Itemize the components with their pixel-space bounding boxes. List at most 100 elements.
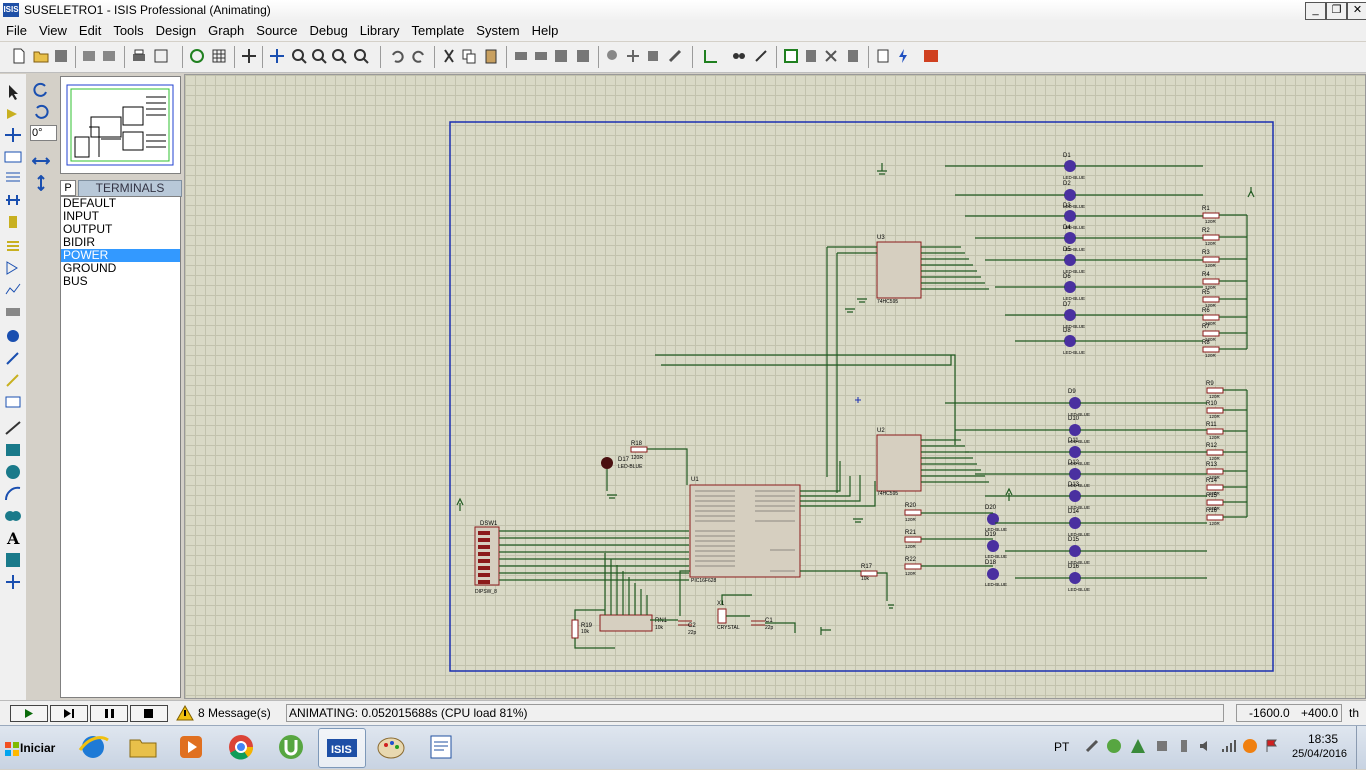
path-tool-icon[interactable] (4, 508, 22, 524)
menu-source[interactable]: Source (256, 23, 298, 38)
rotate-anticlockwise-icon[interactable] (32, 104, 50, 120)
virtual-instruments-icon[interactable] (4, 394, 22, 410)
electrical-check-icon[interactable] (874, 47, 892, 65)
circle-tool-icon[interactable] (4, 464, 22, 480)
make-device-icon[interactable] (624, 47, 642, 65)
schematic-canvas[interactable]: U3 74HC595 U2 74HC595 U1 PIC16F628 DSW1 … (184, 74, 1366, 699)
tray-usb-icon[interactable] (1176, 738, 1192, 754)
language-indicator[interactable]: PT (1054, 740, 1070, 754)
play-button[interactable] (10, 705, 48, 722)
zoom-in-icon[interactable] (290, 47, 308, 65)
volume-icon[interactable] (1198, 738, 1214, 754)
exit-parent-icon[interactable] (822, 47, 840, 65)
symbol-tool-icon[interactable] (4, 552, 22, 568)
resistor-r17[interactable]: R17 10k (860, 564, 878, 582)
menu-tools[interactable]: Tools (113, 23, 144, 38)
taskbar-wordpad[interactable] (418, 728, 464, 766)
print-icon[interactable] (130, 47, 148, 65)
menu-file[interactable]: File (6, 23, 27, 38)
component-mode-icon[interactable] (4, 106, 22, 122)
pick-device-icon[interactable] (604, 47, 622, 65)
origin-icon[interactable] (240, 47, 258, 65)
copy-icon[interactable] (460, 47, 478, 65)
resistor-network-rn1[interactable]: RN1 10k (599, 614, 668, 632)
capacitor-c1[interactable]: C1 22p (751, 618, 774, 631)
terminal-item-ground[interactable]: GROUND (63, 261, 117, 275)
shift-register-u3[interactable]: U3 74HC595 (876, 235, 922, 305)
show-desktop-button[interactable] (1356, 726, 1366, 769)
undo-icon[interactable] (388, 47, 406, 65)
bus-icon[interactable] (4, 192, 22, 208)
pause-button[interactable] (90, 705, 128, 722)
terminal-item-default[interactable]: DEFAULT (63, 196, 117, 210)
menu-design[interactable]: Design (155, 23, 197, 38)
mirror-vertical-icon[interactable] (32, 175, 50, 191)
menu-system[interactable]: System (476, 23, 520, 38)
block-move-icon[interactable] (532, 47, 550, 65)
current-probe-icon[interactable] (4, 372, 22, 388)
overview-window[interactable] (60, 76, 181, 174)
decompose-icon[interactable] (666, 47, 684, 65)
subcircuit-icon[interactable] (4, 214, 22, 230)
marker-tool-icon[interactable] (4, 574, 22, 590)
zoom-all-icon[interactable] (330, 47, 348, 65)
tray-flag-icon[interactable] (1264, 738, 1280, 754)
graph-mode-icon[interactable] (4, 282, 22, 298)
junction-dot-icon[interactable] (4, 127, 22, 143)
tray-app-icon[interactable] (1130, 738, 1146, 754)
voltage-probe-icon[interactable] (4, 350, 22, 366)
tray-tool-icon[interactable] (1084, 738, 1100, 754)
new-sheet-icon[interactable] (782, 47, 800, 65)
redo-icon[interactable] (410, 47, 428, 65)
rotate-clockwise-icon[interactable] (32, 82, 50, 98)
menu-edit[interactable]: Edit (78, 23, 102, 38)
maximize-button[interactable]: ❐ (1326, 2, 1347, 20)
arc-tool-icon[interactable] (4, 486, 22, 502)
print-area-icon[interactable] (152, 47, 170, 65)
menu-template[interactable]: Template (411, 23, 465, 38)
menu-help[interactable]: Help (531, 23, 559, 38)
search-tag-icon[interactable] (730, 47, 748, 65)
tray-device-icon[interactable] (1154, 738, 1170, 754)
property-tool-icon[interactable] (752, 47, 770, 65)
led-d17[interactable]: D17 LED-BLUE (601, 457, 643, 470)
export-icon[interactable] (100, 47, 118, 65)
close-button[interactable]: ✕ (1347, 2, 1366, 20)
shift-register-u2[interactable]: U2 74HC595 (876, 428, 922, 497)
taskbar-media-player[interactable] (168, 728, 214, 766)
stop-button[interactable] (130, 705, 168, 722)
text-script-icon[interactable] (4, 170, 22, 186)
taskbar-chrome[interactable] (218, 728, 264, 766)
network-icon[interactable] (1220, 738, 1236, 754)
wire-label-icon[interactable] (4, 149, 22, 165)
tray-utorrent-icon[interactable] (1106, 738, 1122, 754)
zoom-out-icon[interactable] (310, 47, 328, 65)
selection-mode-icon[interactable] (4, 84, 22, 100)
pick-button[interactable]: P (60, 180, 76, 196)
block-rotate-icon[interactable] (552, 47, 570, 65)
open-folder-icon[interactable] (32, 47, 50, 65)
save-icon[interactable] (52, 47, 70, 65)
block-copy-icon[interactable] (512, 47, 530, 65)
tape-recorder-icon[interactable] (4, 304, 22, 320)
